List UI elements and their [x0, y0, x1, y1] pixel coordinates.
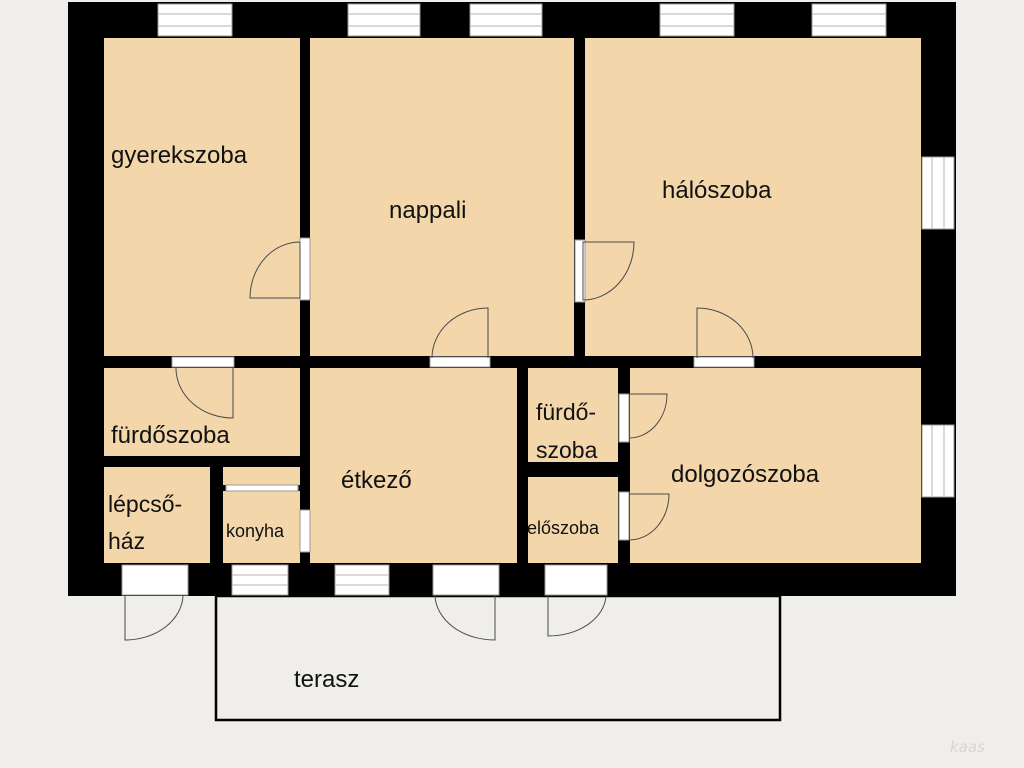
room-lepcsohaz	[104, 467, 210, 563]
window-top-2	[347, 3, 421, 37]
door-furdoszoba	[175, 367, 234, 419]
label-lepcsohaz-2: ház	[108, 528, 145, 554]
door-eloszoba-exterior	[547, 595, 607, 637]
window-top-3	[469, 3, 543, 37]
room-konyha	[223, 491, 300, 563]
label-nappali: nappali	[389, 197, 466, 224]
door-nappali	[431, 307, 489, 359]
room-floors	[104, 38, 921, 563]
label-furdoszoba: fürdőszoba	[111, 422, 230, 449]
window-top-5	[811, 3, 887, 37]
door-lepcsohaz	[124, 595, 184, 641]
label-konyha: konyha	[226, 521, 285, 541]
watermark: kaas	[950, 738, 985, 756]
door-furdo-small	[628, 393, 668, 439]
room-labels: gyerekszoba nappali hálószoba fürdőszoba…	[108, 142, 820, 693]
room-furdo-small	[528, 368, 618, 462]
room-dolgozoszoba	[630, 368, 921, 563]
label-haloszoba: hálószoba	[662, 177, 772, 204]
label-terasz: terasz	[294, 666, 359, 693]
exterior-door-openings	[121, 564, 608, 596]
label-furdo-small-2: szoba	[536, 437, 598, 463]
room-etkezo	[310, 368, 517, 563]
room-eloszoba	[528, 477, 618, 563]
label-eloszoba: előszoba	[527, 518, 600, 538]
label-lepcsohaz-1: lépcső-	[108, 491, 182, 517]
door-haloszoba-bottom	[696, 307, 754, 359]
room-gyerekszoba	[104, 38, 300, 356]
window-bottom-2	[334, 564, 390, 596]
door-gyerekszoba	[249, 241, 301, 299]
label-gyerekszoba: gyerekszoba	[111, 142, 248, 169]
window-right-1	[921, 156, 955, 230]
label-furdo-small-1: fürdő-	[536, 399, 596, 425]
window-lines	[158, 13, 945, 586]
label-dolgozoszoba: dolgozószoba	[671, 461, 820, 488]
room-konyha-closet	[223, 467, 300, 485]
label-etkezo: étkező	[341, 467, 412, 494]
room-nappali	[310, 38, 574, 356]
door-swings	[124, 241, 754, 641]
window-top-4	[659, 3, 735, 37]
window-right-2	[921, 424, 955, 498]
terrace	[214, 594, 782, 722]
door-haloszoba-left	[582, 241, 635, 301]
windows	[157, 3, 955, 596]
room-haloszoba	[585, 38, 921, 356]
window-top-1	[157, 3, 233, 37]
interior-door-openings	[171, 237, 755, 553]
window-bottom-1	[231, 564, 289, 596]
room-furdoszoba	[104, 368, 300, 456]
door-etkezo	[434, 595, 496, 641]
door-eloszoba	[628, 493, 670, 541]
